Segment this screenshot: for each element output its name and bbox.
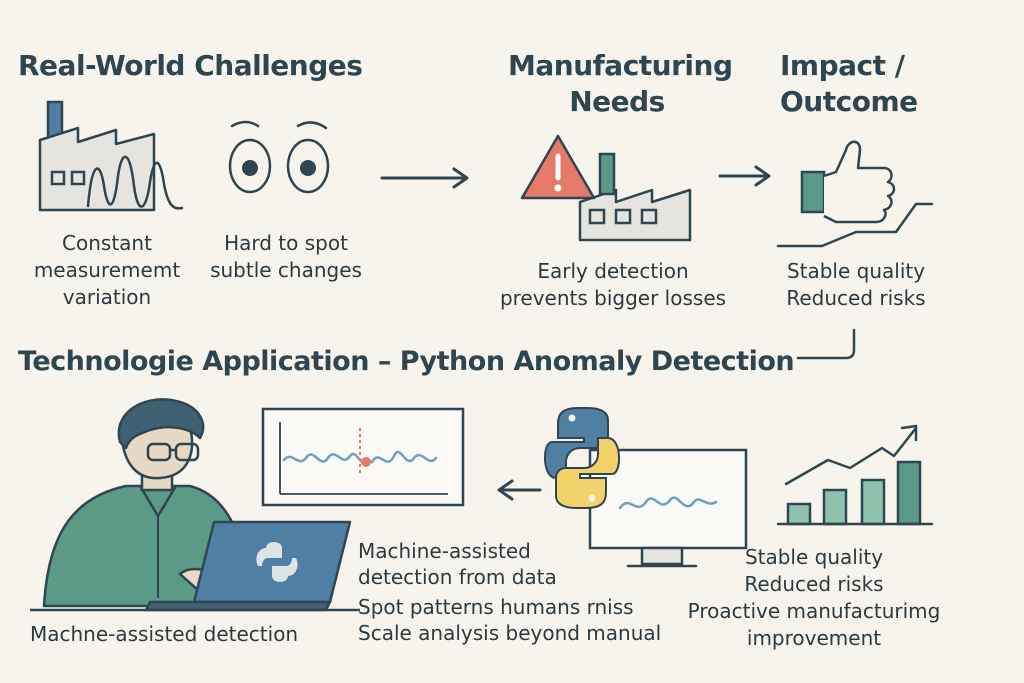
arrow-left-icon bbox=[497, 479, 542, 501]
person-laptop-illustration bbox=[30, 398, 360, 612]
arrow-right-icon bbox=[380, 167, 469, 189]
needs-title: Manufacturing Needs bbox=[508, 49, 733, 118]
technology-title: Technologie Application – Python Anomaly… bbox=[18, 346, 795, 377]
thumbs-up-icon bbox=[776, 140, 934, 248]
arrow-right-icon bbox=[718, 165, 771, 187]
factory-wave-icon bbox=[38, 100, 184, 212]
impact-caption: Stable quality Reduced risks bbox=[786, 259, 926, 310]
growth-chart-icon bbox=[776, 424, 934, 526]
challenge-caption-variation: Constant measurememt variation bbox=[33, 231, 181, 309]
person-caption: Machne-assisted detection bbox=[30, 622, 299, 646]
technology-outcome-text: Stable quality Reduced risks Proactive m… bbox=[687, 545, 941, 650]
challenge-caption-subtle: Hard to spot subtle changes bbox=[210, 231, 362, 282]
challenges-title: Real-World Challenges bbox=[18, 49, 363, 82]
anomaly-chart-panel bbox=[261, 407, 465, 507]
python-monitor-icon bbox=[544, 407, 748, 568]
needs-caption: Early detection prevents bigger losses bbox=[499, 259, 727, 310]
connector-line bbox=[796, 328, 856, 360]
impact-title: Impact / Outcome bbox=[780, 49, 918, 118]
technology-middle-text: Machine-assisted detection from data Spo… bbox=[358, 539, 662, 645]
eyes-icon bbox=[228, 120, 330, 194]
warning-factory-icon bbox=[520, 134, 692, 242]
